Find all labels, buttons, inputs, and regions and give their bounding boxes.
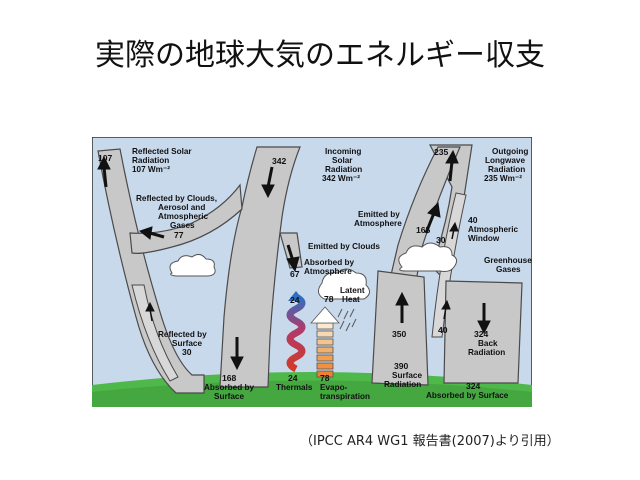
slide-title: 実際の地球大気のエネルギー収支: [95, 38, 545, 73]
reflected-solar-label-2: Radiation: [132, 156, 169, 165]
outgoing-longwave-label-1: Outgoing: [492, 147, 528, 156]
window-top-value: 40: [468, 215, 478, 225]
back-radiation-label-2: Radiation: [468, 348, 505, 357]
greenhouse-label-2: Gases: [496, 265, 521, 274]
absorbed-surface-label-1: Absorbed by: [204, 383, 254, 392]
latent-heat-label-1: Latent: [340, 286, 365, 295]
reflected-solar-label-1: Reflected Solar: [132, 147, 192, 156]
absorbed-atm-value: 67: [290, 269, 300, 279]
surface-reflect-value: 30: [182, 347, 192, 357]
absorbed-surface-label-2: Surface: [214, 392, 244, 401]
thermals-label: Thermals: [276, 383, 313, 392]
incoming-solar-label-1: Incoming: [325, 147, 361, 156]
surface-rad-mid-value: 350: [392, 329, 407, 339]
cloud-left-icon: [169, 253, 216, 277]
evapo-label-1: Evapo-: [320, 383, 348, 392]
thermals-arrow: [286, 293, 306, 373]
incoming-solar-band: [219, 146, 301, 388]
window-bottom-value: 40: [438, 325, 448, 335]
reflected-solar-label-3: 107 Wm⁻²: [132, 165, 170, 174]
latent-heat-cloud-icon: [318, 268, 370, 300]
absorbed-atmosphere-label-2: Atmosphere: [304, 267, 352, 276]
thermals-arrow-head: [288, 291, 304, 301]
reflected-surface-label-2: Surface: [172, 339, 202, 348]
outgoing-top-value: 235: [434, 147, 449, 157]
source-caption: （IPCC AR4 WG1 報告書(2007)より引用）: [300, 434, 560, 449]
reflected-clouds-label-1: Reflected by Clouds,: [136, 194, 217, 203]
back-rad-value: 324: [474, 329, 489, 339]
incoming-solar-label-3: Radiation: [325, 165, 362, 174]
rain-streaks: [337, 308, 357, 332]
emitted-atmosphere-label-2: Atmosphere: [354, 219, 402, 228]
evapo-label-2: transpiration: [320, 392, 370, 401]
reflected-clouds-label-2: Aerosol and: [158, 203, 205, 212]
energy-budget-diagram: 107 Reflected Solar Radiation 107 Wm⁻² 3…: [92, 137, 532, 407]
outgoing-longwave-label-3: Radiation: [488, 165, 525, 174]
absorbed-surface-bottom-value: 168: [222, 373, 237, 383]
surface-rad-bottom-value: 390: [394, 361, 409, 371]
cloud-right-icon: [398, 242, 458, 272]
window-mid-value: 30: [436, 235, 446, 245]
reflected-top-value: 107: [98, 153, 113, 163]
surface-radiation-column: [371, 270, 429, 386]
atmospheric-window-label-2: Window: [468, 234, 500, 243]
emitted-clouds-label: Emitted by Clouds: [308, 242, 380, 251]
emitted-atm-value: 165: [416, 225, 431, 235]
absorbed-by-surface-right-label: Absorbed by Surface: [426, 391, 509, 400]
latent-heat-arrow: [310, 306, 340, 378]
thermal-bottom-value: 24: [288, 373, 298, 383]
greenhouse-label-1: Greenhouse: [484, 256, 532, 265]
absorbed-right-value: 324: [466, 381, 481, 391]
back-radiation-label-1: Back: [478, 339, 498, 348]
reflected-surface-label-1: Reflected by: [158, 330, 207, 339]
absorbed-atmosphere-label-1: Absorbed by: [304, 258, 354, 267]
emitted-atmosphere-label-1: Emitted by: [358, 210, 400, 219]
outgoing-longwave-label-4: 235 Wm⁻²: [484, 174, 522, 183]
latent-heat-label-2: Heat: [342, 295, 360, 304]
surface-radiation-label-2: Radiation: [384, 380, 421, 389]
incoming-solar-label-2: Solar: [332, 156, 353, 165]
clouds-reflect-value: 77: [174, 230, 184, 240]
surface-radiation-label-1: Surface: [392, 371, 422, 380]
reflected-clouds-label-3: Atmospheric: [158, 212, 208, 221]
thermal-top-value: 24: [290, 295, 300, 305]
latent-in-value: 78: [324, 294, 334, 304]
outgoing-longwave-label-2: Longwave: [485, 156, 525, 165]
atmospheric-window-label-1: Atmospheric: [468, 225, 518, 234]
evapo-bottom-value: 78: [320, 373, 330, 383]
reflected-clouds-label-4: Gases: [170, 221, 195, 230]
incoming-top-value: 342: [272, 156, 287, 166]
incoming-solar-label-4: 342 Wm⁻²: [322, 174, 360, 183]
direction-arrows: [97, 149, 491, 371]
